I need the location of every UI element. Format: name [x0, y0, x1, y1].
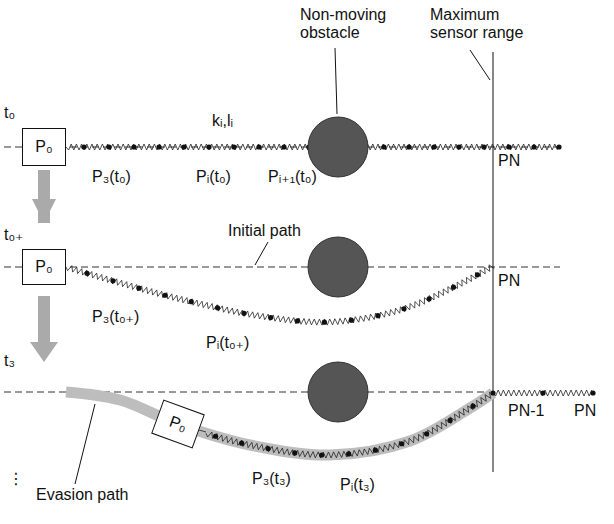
figure-label: t₀ [4, 104, 15, 122]
mass-point [401, 306, 406, 311]
figure-label: kᵢ,lᵢ [212, 112, 233, 130]
mass-point [231, 144, 236, 149]
mass-point [268, 315, 273, 320]
mass-point [189, 299, 194, 304]
mass-point [373, 448, 378, 453]
mass-point [84, 271, 89, 276]
mass-point [349, 318, 354, 323]
box-label: P₀ [35, 258, 52, 276]
mass-point [136, 286, 141, 291]
mass-point [381, 144, 386, 149]
mass-point [322, 320, 327, 325]
mass-point [451, 285, 456, 290]
mass-point [475, 272, 480, 277]
mass-point [239, 441, 244, 446]
figure-label: PN-1 [508, 402, 544, 420]
obstacles [308, 117, 368, 422]
mass-point [375, 313, 380, 318]
mass-point [256, 144, 261, 149]
robot-box: P₀ [151, 400, 205, 449]
figure-label: P₃(t₃) [252, 470, 291, 488]
mass-point [556, 144, 561, 149]
sensor-range-line [493, 52, 494, 472]
figure-label: Initial path [228, 222, 301, 240]
mass-point [181, 144, 186, 149]
mass-point [295, 318, 300, 323]
figure-label: t₀₊ [4, 226, 24, 244]
robot-box: P₀ [22, 249, 66, 285]
mass-point [540, 390, 545, 395]
mass-point [399, 441, 404, 446]
figure-label: t₃ [4, 352, 15, 370]
mass-point [319, 452, 324, 457]
mass-point [406, 144, 411, 149]
mass-point [590, 390, 595, 395]
evasion-band [66, 392, 493, 455]
mass-point [110, 278, 115, 283]
mass-point [447, 418, 452, 423]
figure-label: ⋮ [8, 470, 24, 488]
mass-point [431, 144, 436, 149]
transition-arrow [30, 296, 58, 362]
mass-point [241, 311, 246, 316]
mass-point [427, 296, 432, 301]
mass-point [456, 144, 461, 149]
mass-point [215, 305, 220, 310]
mass-point [162, 293, 167, 298]
figure-label: PN [574, 402, 596, 420]
mass-point [481, 144, 486, 149]
figure-label: PN [498, 152, 520, 170]
figure-label: Evasion path [36, 486, 129, 504]
figure-label: Pᵢ₊₁(t₀) [268, 168, 317, 186]
box-label: P₀ [35, 138, 52, 156]
mass-point [131, 144, 136, 149]
mass-point [346, 451, 351, 456]
figure-label: P₃(t₀₊) [92, 308, 139, 326]
mass-point [292, 450, 297, 455]
figure-label: Non-moving obstacle [300, 6, 396, 43]
mass-point [506, 144, 511, 149]
mass-point [106, 144, 111, 149]
mass-point [424, 431, 429, 436]
mass-point [81, 144, 86, 149]
mass-point [206, 144, 211, 149]
row-baselines [4, 147, 560, 392]
mass-point [531, 144, 536, 149]
box-label: P₀ [167, 412, 190, 435]
transition-arrow [38, 170, 50, 223]
figure-label: Pᵢ(t₀₊) [206, 334, 249, 352]
chain-axis [66, 392, 493, 455]
robot-box: P₀ [22, 128, 66, 166]
mass-point [470, 404, 475, 409]
figure-label: PN [498, 272, 520, 290]
mass-point [266, 446, 271, 451]
spring-coil [493, 390, 592, 396]
spring-chains [66, 144, 596, 458]
mass-point [281, 144, 286, 149]
figure-label: Pᵢ(t₃) [340, 476, 375, 494]
mass-point [213, 434, 218, 439]
figure-label: Pᵢ(t₀) [196, 168, 231, 186]
mass-point [156, 144, 161, 149]
figure-label: Maximum sensor range [430, 6, 534, 43]
mass-point [490, 390, 495, 395]
leader-lines [75, 48, 490, 484]
figure-label: P₃(t₀) [92, 168, 131, 186]
